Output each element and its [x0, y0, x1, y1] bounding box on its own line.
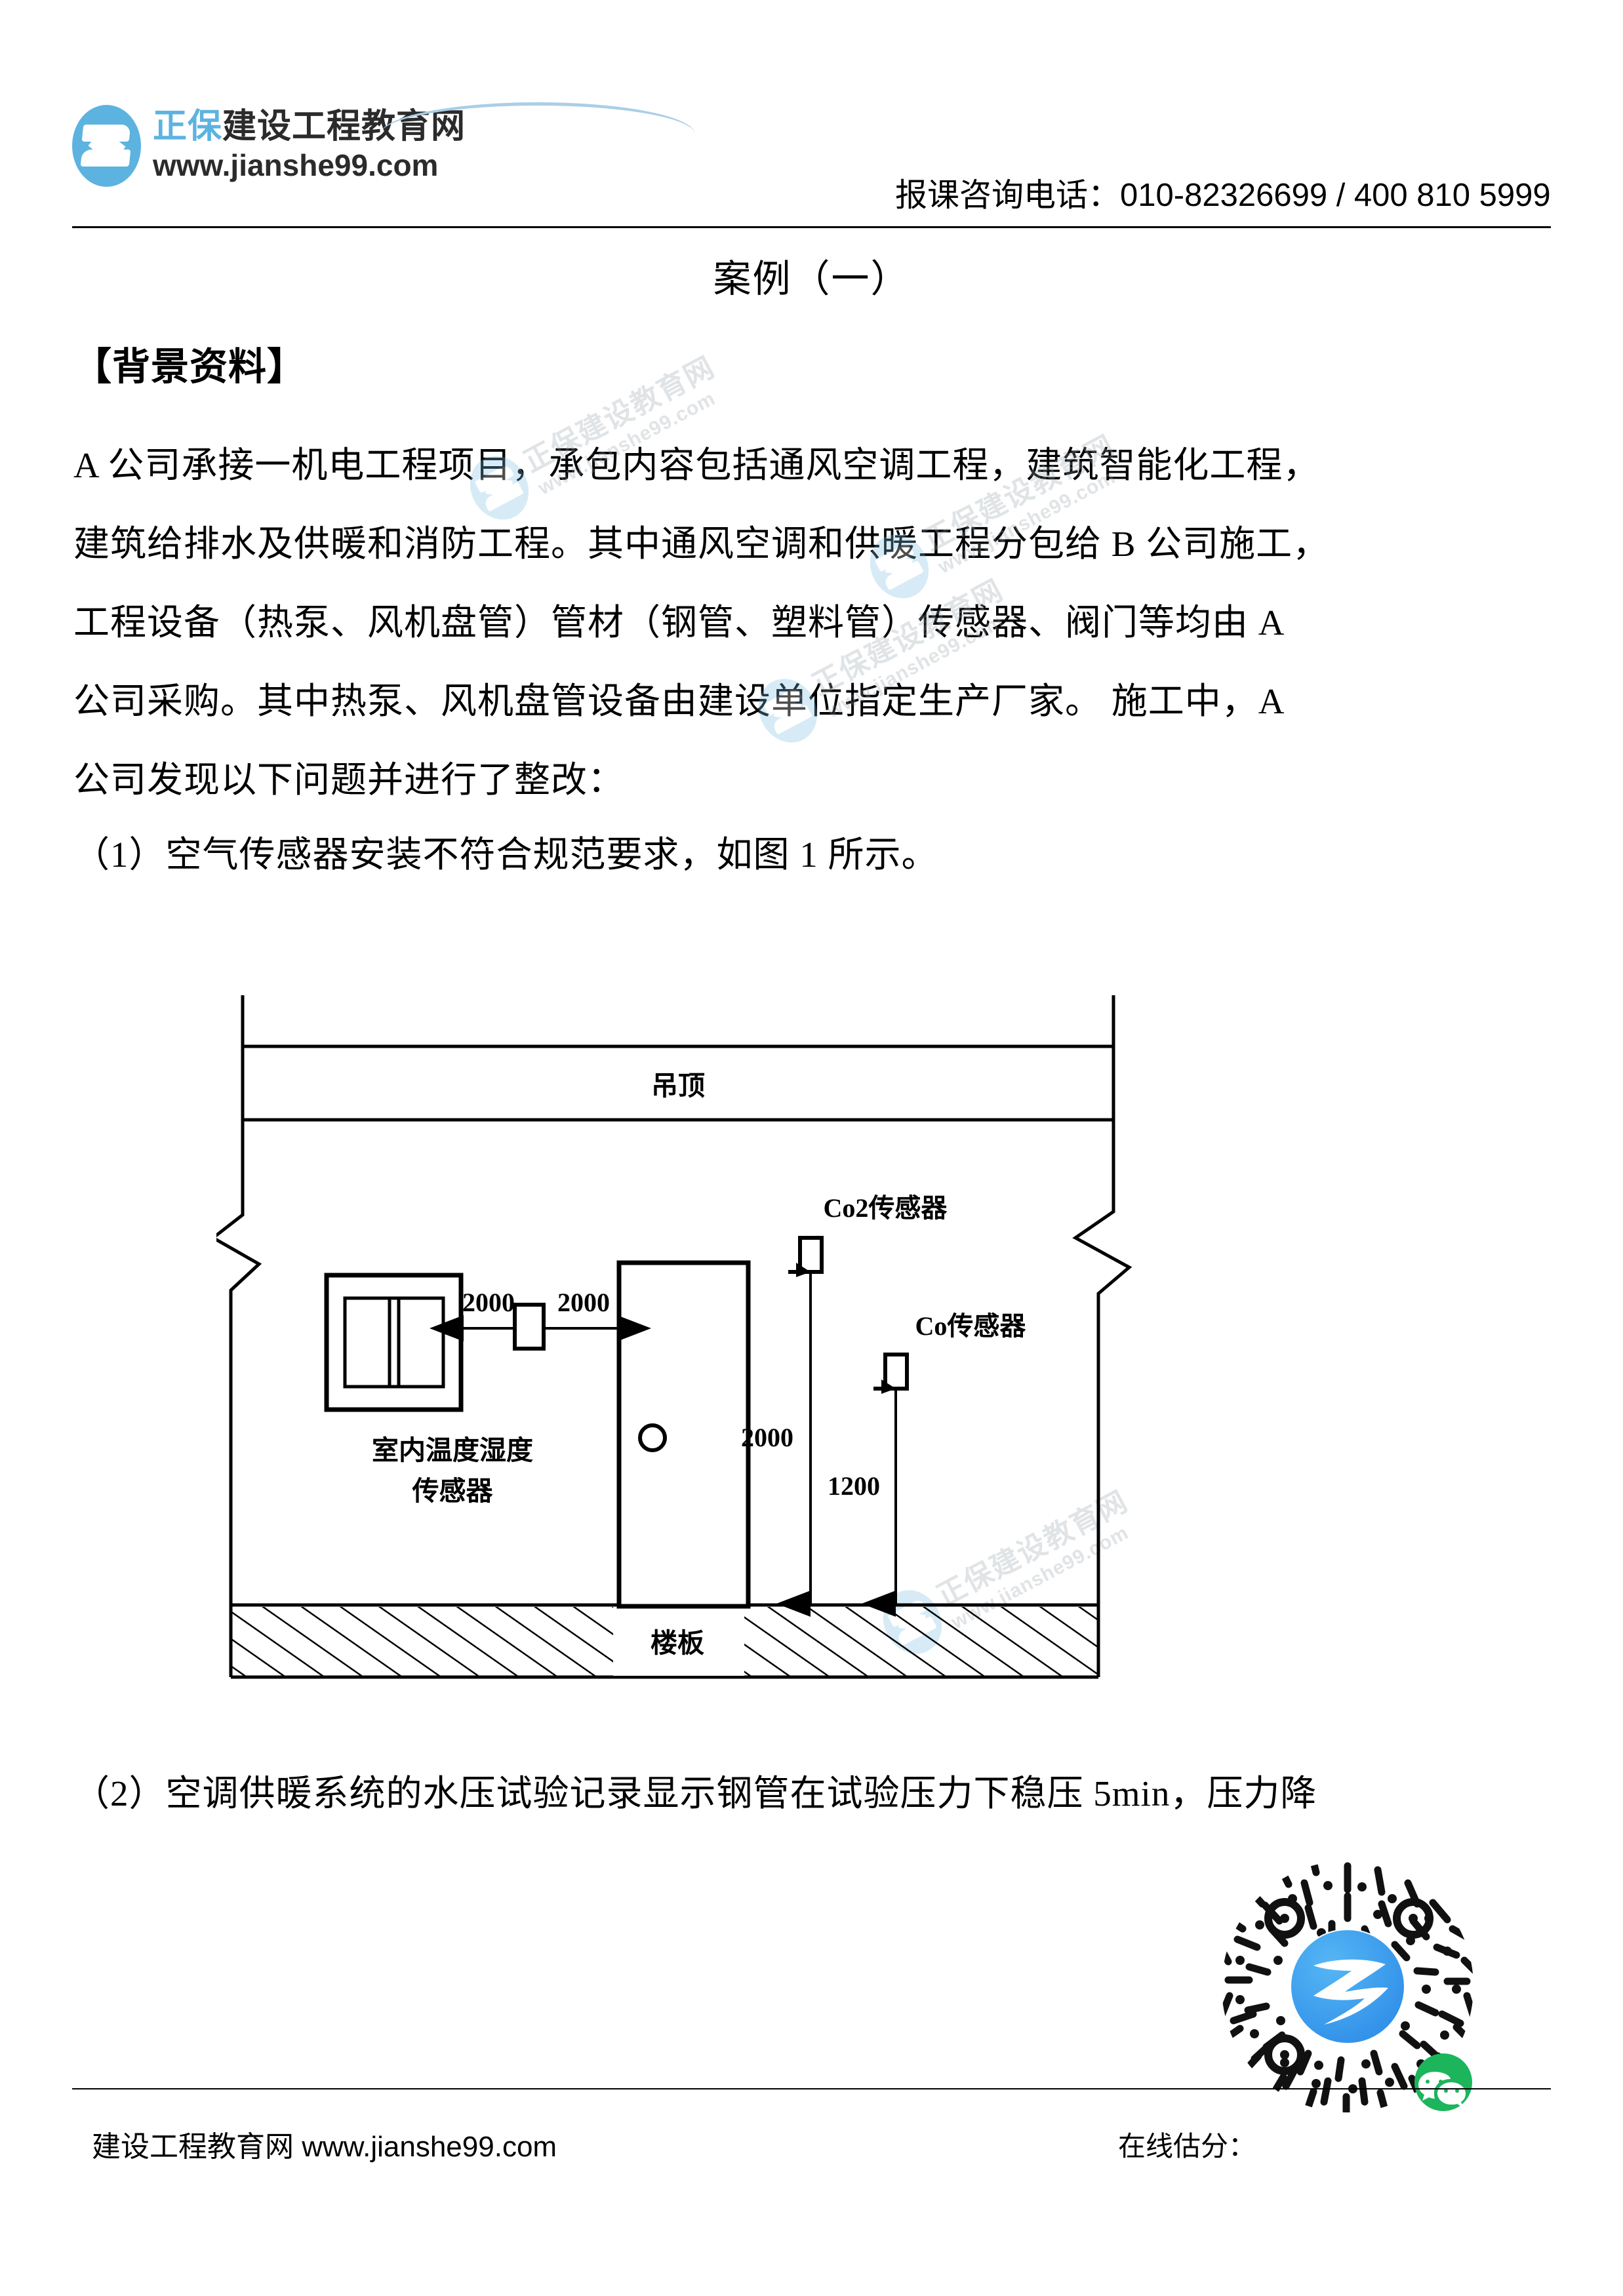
indoor-sensor-label-line2: 传感器: [412, 1476, 494, 1506]
co-sensor-icon: [873, 1353, 909, 1394]
dimension-window-to-sensor: 2000: [462, 1288, 515, 1317]
header-divider: [72, 226, 1551, 228]
paragraph-line: 工程设备（热泵、风机盘管）管材（钢管、塑料管）传感器、阀门等均由 A: [73, 603, 1285, 643]
wechat-qr-code[interactable]: [1216, 1855, 1479, 2118]
page-title: 案例（一）: [713, 258, 910, 300]
sensor-installation-diagram: 吊顶 楼板: [216, 949, 1200, 1723]
temp-humidity-sensor-icon: [513, 1303, 546, 1351]
logo-z-icon: [72, 105, 141, 187]
wechat-badge-icon: [1414, 2053, 1472, 2111]
section-heading: 【背景资料】: [73, 346, 306, 388]
paragraph-line: A 公司承接一机电工程项目，承包内容包括通风空调工程，建筑智能化工程，: [73, 445, 1320, 485]
list-item-1: （1）空气传感器安装不符合规范要求，如图 1 所示。: [73, 835, 938, 875]
floor-slab-label: 楼板: [651, 1628, 704, 1658]
ceiling-label: 吊顶: [651, 1071, 705, 1101]
logo-brand-name: 正保: [153, 108, 223, 146]
window-symbol: [324, 1273, 464, 1412]
dimension-sensor-to-door: 2000: [557, 1288, 610, 1317]
list-item-2: （2）空调供暖系统的水压试验记录显示钢管在试验压力下稳压 5min，压力降: [73, 1773, 1317, 1813]
dimension-co2-height: 2000: [741, 1423, 793, 1452]
logo-url: www.jianshe99.com: [153, 148, 439, 182]
paragraph-line: 公司发现以下问题并进行了整改：: [73, 760, 625, 800]
door-symbol: [616, 1260, 751, 1609]
indoor-sensor-label-line1: 室内温度湿度: [372, 1435, 533, 1465]
co-sensor-label: Co传感器: [915, 1311, 1027, 1341]
qr-center-logo-icon: [1291, 1930, 1404, 2043]
footer-divider: [72, 2088, 1551, 2089]
header-phone-text: 报课咨询电话：010-82326699 / 400 810 5999: [895, 178, 1551, 213]
dimension-co-height: 1200: [828, 1471, 880, 1501]
logo-arc-decoration: [380, 102, 695, 134]
co2-sensor-icon: [788, 1236, 824, 1277]
footer-site-text: 建设工程教育网 www.jianshe99.com: [92, 2131, 557, 2163]
paragraph-line: 公司采购。其中热泵、风机盘管设备由建设单位指定生产厂家。 施工中，A: [73, 681, 1285, 721]
paragraph-line: 建筑给排水及供暖和消防工程。其中通风空调和供暖工程分包给 B 公司施工，: [73, 524, 1330, 564]
co2-sensor-label: Co2传感器: [824, 1193, 948, 1223]
background-paragraph: A 公司承接一机电工程项目，承包内容包括通风空调工程，建筑智能化工程， 建筑给排…: [73, 426, 1555, 820]
page-header: 正保建设工程教育网 www.jianshe99.com 报课咨询电话：010-8…: [72, 98, 1551, 226]
footer-score-label: 在线估分：: [1118, 2131, 1256, 2162]
